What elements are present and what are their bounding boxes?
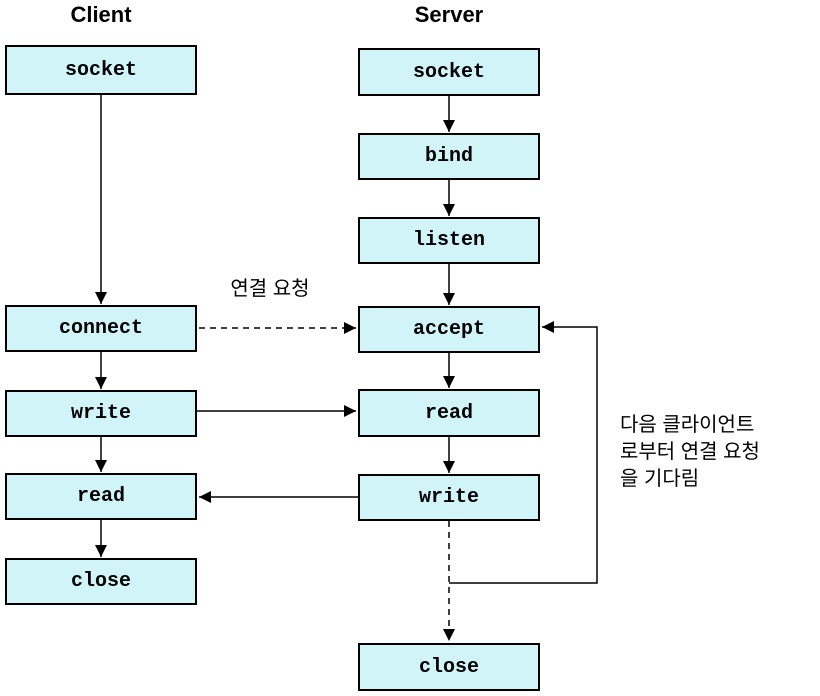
client-connect-box: connect xyxy=(5,305,197,352)
server-socket-label: socket xyxy=(412,60,485,84)
client-socket-box: socket xyxy=(5,45,197,95)
server-socket-box: socket xyxy=(358,48,540,96)
client-socket-label: socket xyxy=(64,58,137,82)
client-read-box: read xyxy=(5,473,197,520)
server-read-box: read xyxy=(358,389,540,437)
server-bind-box: bind xyxy=(358,133,540,180)
connection-request-label: 연결 요청 xyxy=(230,278,310,300)
wait-next-client-label-line2: 로부터 연결 요청 xyxy=(620,441,760,463)
server-write-box: write xyxy=(358,474,540,521)
server-close-label: close xyxy=(418,655,479,679)
wait-next-client-label-line1: 다음 클라이언트 xyxy=(620,414,755,436)
client-connect-label: connect xyxy=(58,317,143,340)
server-write-label: write xyxy=(418,486,479,509)
server-bind-label: bind xyxy=(424,145,473,168)
wait-next-client-label: 다음 클라이언트 로부터 연결 요청 을 기다림 xyxy=(620,412,760,493)
server-listen-label: listen xyxy=(412,229,485,252)
client-close-label: close xyxy=(70,570,131,593)
accept-loop-arrow xyxy=(449,321,598,584)
server-column-title: Server xyxy=(414,2,484,27)
client-close-box: close xyxy=(5,558,197,605)
client-write-label: write xyxy=(70,402,131,425)
wait-next-client-label-line3: 을 기다림 xyxy=(620,468,700,490)
server-accept-label: accept xyxy=(412,318,485,341)
client-write-box: write xyxy=(5,390,197,437)
server-listen-box: listen xyxy=(358,217,540,264)
server-accept-box: accept xyxy=(358,306,540,353)
client-column-title: Client xyxy=(70,2,132,27)
server-close-box: close xyxy=(358,643,540,691)
client-read-label: read xyxy=(76,485,125,508)
server-read-label: read xyxy=(424,401,473,425)
